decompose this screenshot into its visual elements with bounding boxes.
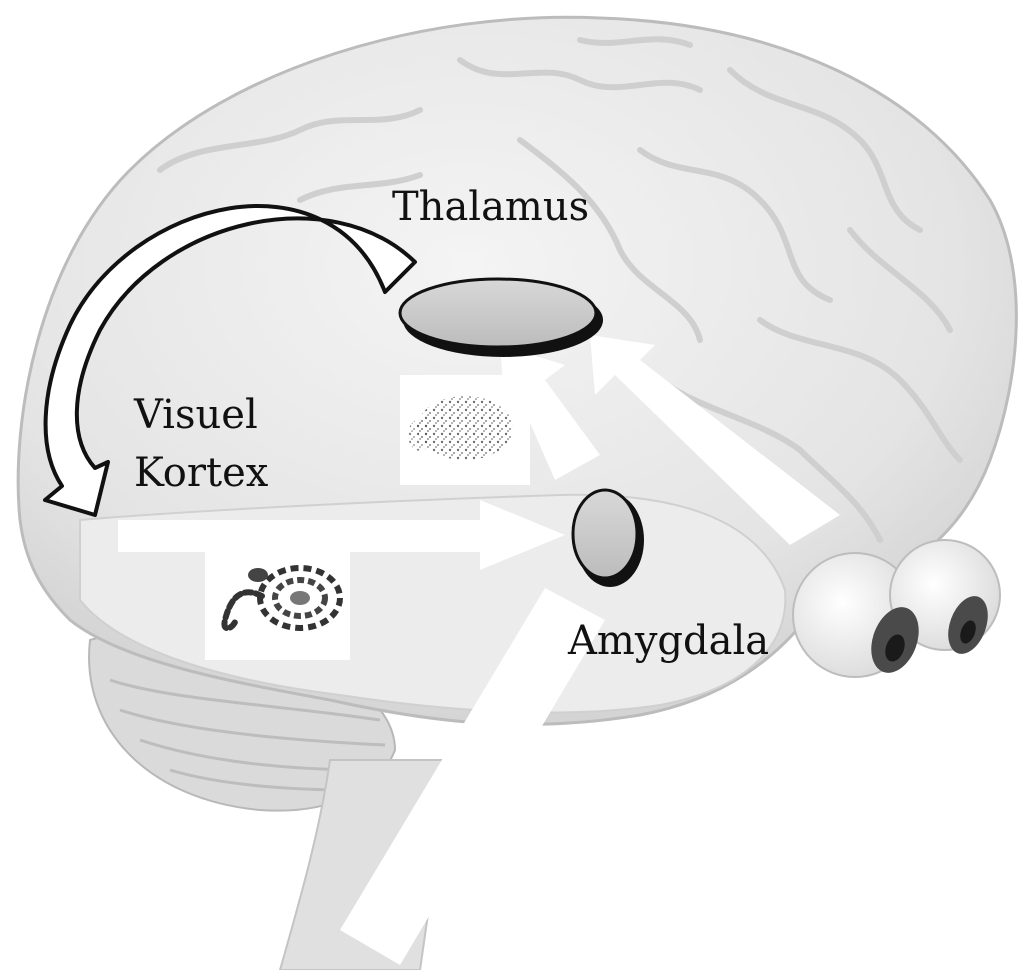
visual-cortex-label-line2: Kortex: [134, 452, 268, 494]
thalamus-label: Thalamus: [392, 186, 589, 228]
visual-cortex-label-line1: Visuel: [134, 394, 258, 436]
snake-illustration: [205, 540, 350, 660]
blurred-snake-illustration: [400, 375, 530, 485]
amygdala-label: Amygdala: [568, 620, 769, 662]
thalamus-nucleus: [400, 279, 603, 357]
